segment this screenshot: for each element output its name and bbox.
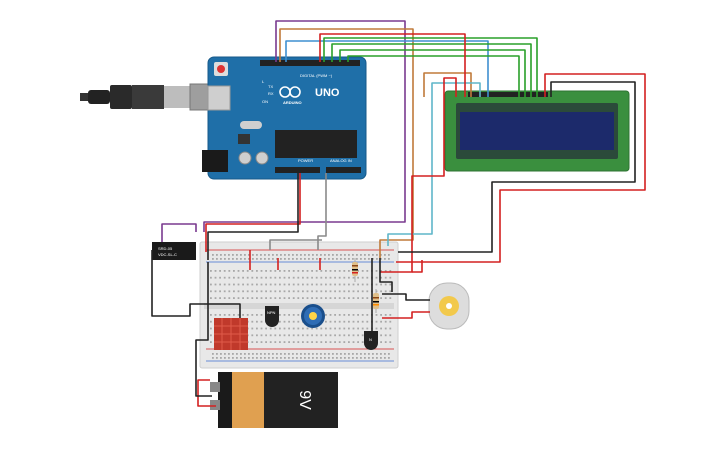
- capacitor-2: [255, 151, 269, 165]
- relay-text-1: SRD-05: [158, 246, 173, 251]
- lcd-header: [468, 92, 548, 97]
- wire-black-3: [151, 250, 241, 318]
- wire-green-4: [347, 55, 520, 97]
- driver-label: N: [369, 337, 372, 342]
- lcd-display: [444, 90, 630, 172]
- dc-motor: [428, 282, 470, 330]
- wire-purple-2: [161, 223, 197, 242]
- wire-red-9: [412, 260, 423, 273]
- wire-red-1: [319, 33, 466, 97]
- power-jack-icon: [202, 150, 228, 172]
- arduino-board: DIGITAL (PWM ~) ARDUINO UNO TX RX L ON P…: [202, 56, 367, 180]
- transistor-npn: NPN: [265, 306, 279, 327]
- driver-transistor: N: [364, 331, 378, 350]
- analog-header: [326, 167, 361, 173]
- wire-red-3: [205, 173, 301, 252]
- power-header-label: POWER: [298, 158, 313, 163]
- arduino-logo-icon: [279, 86, 301, 98]
- potentiometer[interactable]: [301, 304, 325, 328]
- wire-gray-1: [317, 173, 327, 250]
- digital-header: [260, 60, 360, 66]
- wire-red-batt: [197, 379, 216, 407]
- wire-orange-1: [279, 28, 414, 258]
- arduino-model: UNO: [315, 87, 340, 99]
- battery-label: 9V: [296, 390, 313, 410]
- arduino-brand: ARDUINO: [283, 100, 302, 105]
- wire-black-1: [207, 173, 299, 260]
- wire-red-5: [382, 311, 430, 319]
- lcd-screen: [460, 112, 614, 150]
- capacitor-1: [238, 151, 252, 165]
- wire-green-1: [323, 37, 538, 97]
- wire-black-6: [379, 258, 393, 292]
- battery-9v: 9V: [210, 372, 338, 428]
- relay-text-2: VDC-SL-C: [158, 252, 177, 257]
- wire-cyan-2: [387, 172, 433, 246]
- wire-gray-2: [269, 239, 322, 250]
- resistor-2: [373, 289, 379, 313]
- label-rx: RX: [268, 91, 274, 96]
- breadboard: [199, 241, 399, 369]
- wire-green-3: [339, 49, 526, 97]
- microcontroller-chip: [275, 130, 357, 158]
- power-header: [275, 167, 320, 173]
- crystal: [240, 121, 262, 129]
- wire-orange-2: [423, 72, 472, 97]
- wire-red-4: [396, 73, 646, 263]
- relay: SRD-05 VDC-SL-C: [152, 242, 196, 260]
- label-l: L: [262, 79, 265, 84]
- label-on: ON: [262, 99, 268, 104]
- wire-black-batt: [195, 262, 212, 397]
- breadboard-holes: [210, 254, 392, 359]
- small-chip: [238, 134, 250, 144]
- resistor-1: [352, 258, 358, 282]
- wire-black-2: [398, 81, 636, 253]
- transistor-label: NPN: [267, 310, 276, 315]
- analog-header-label: ANALOG IN: [330, 158, 352, 163]
- reset-button-icon[interactable]: [214, 62, 228, 76]
- wire-green-2: [331, 43, 532, 97]
- digital-header-label: DIGITAL (PWM ~): [300, 73, 333, 78]
- wire-purple-1: [203, 20, 406, 232]
- label-tx: TX: [268, 84, 273, 89]
- red-led-array: [214, 318, 248, 350]
- wire-black-4: [382, 293, 430, 301]
- wire-blue-1: [285, 40, 489, 97]
- wires: [151, 20, 646, 407]
- usb-socket: [207, 85, 231, 111]
